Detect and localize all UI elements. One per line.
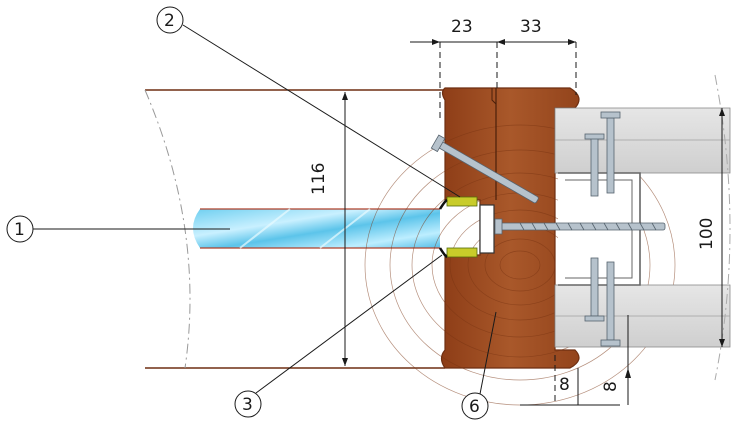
- glazing-clamp: [479, 204, 495, 254]
- steel-profile: [554, 74, 731, 381]
- dim-top-right: 33: [520, 17, 542, 37]
- callout-2-label: 2: [164, 11, 175, 31]
- dimension-arrows: [342, 39, 725, 378]
- callout-1-label: 1: [14, 220, 25, 240]
- dim-top-left: 23: [451, 17, 473, 37]
- callout-6-label: 6: [469, 397, 480, 417]
- callout-3: 3: [234, 254, 443, 418]
- dim-pane-height: 116: [309, 163, 329, 195]
- gasket: [438, 196, 478, 259]
- dim-bottom-height: 8: [601, 381, 621, 392]
- callout-1: 1: [6, 215, 230, 243]
- glass-pane: [193, 208, 440, 249]
- dim-panel-height: 100: [697, 218, 717, 250]
- dim-bottom-width: 8: [559, 375, 570, 395]
- callout-6: 6: [461, 311, 497, 420]
- callout-3-label: 3: [242, 395, 253, 415]
- screw-icon: [430, 111, 666, 347]
- callout-2: 2: [156, 6, 461, 198]
